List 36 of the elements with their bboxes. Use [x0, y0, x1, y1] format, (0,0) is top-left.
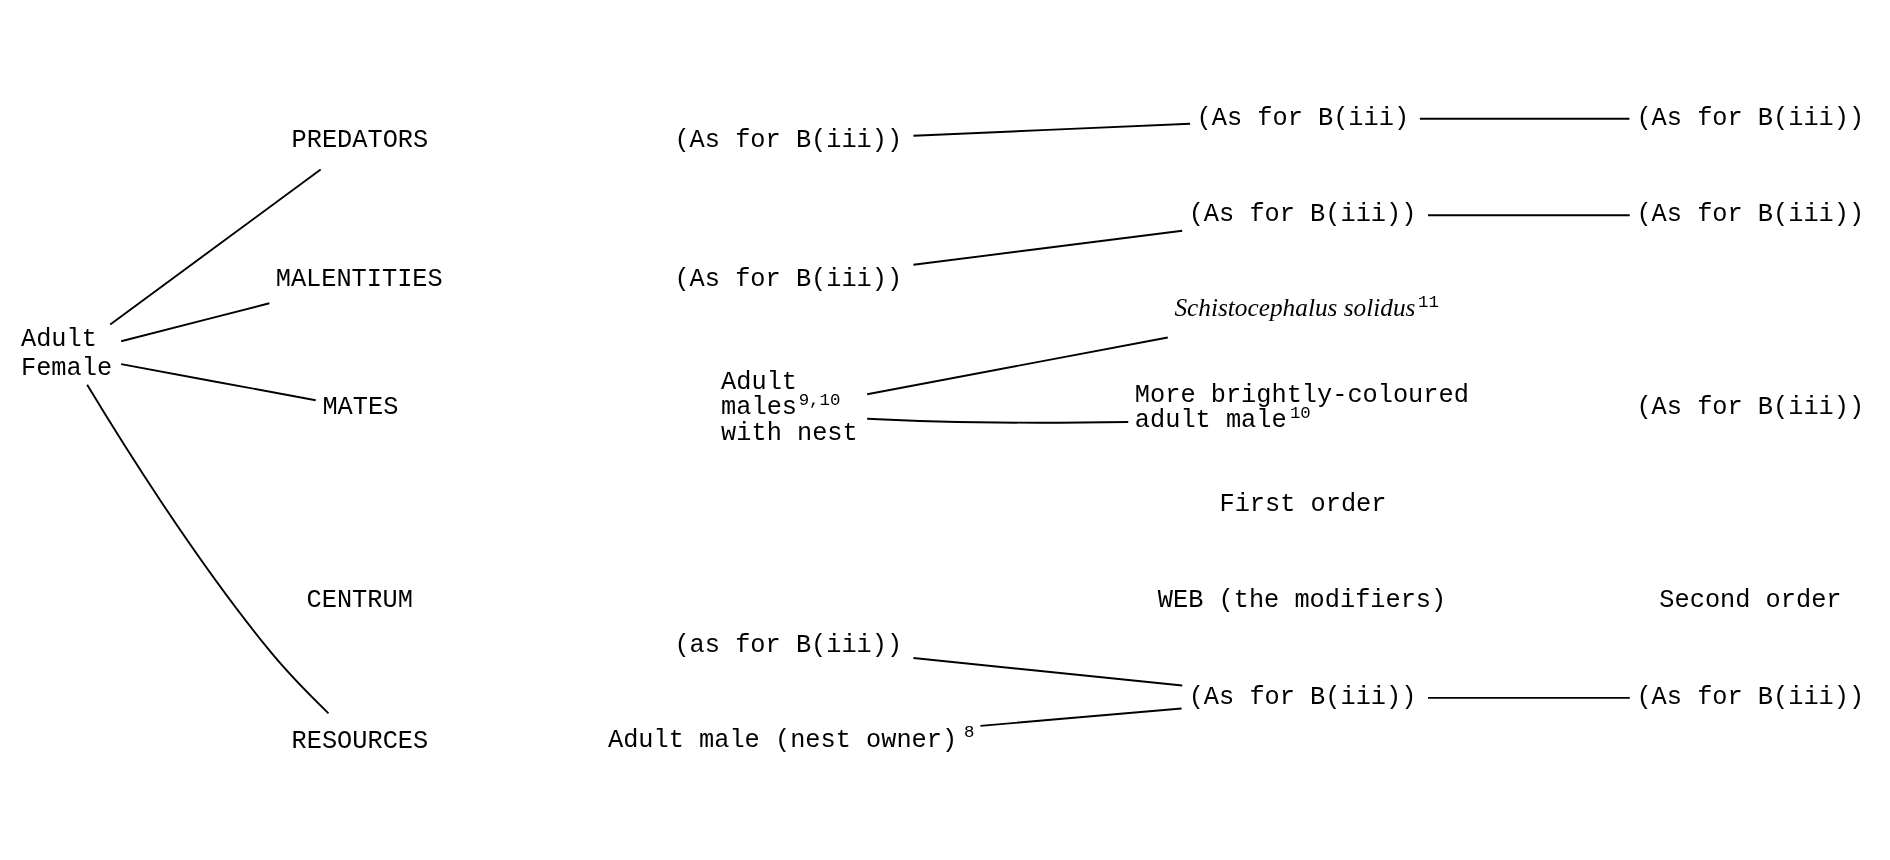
connector [1427, 213, 1631, 216]
connector [86, 383, 330, 714]
label: (As for B(iii)) [1636, 392, 1865, 422]
node-text: Adult Female [21, 324, 113, 383]
node-text: MALENTITIES [275, 264, 443, 294]
label: First order [1219, 489, 1387, 519]
node-text: (As for B(iii)) [1188, 682, 1417, 712]
connector [1418, 117, 1631, 120]
node-text: (As for B(iii) [1196, 103, 1410, 133]
node-text: (As for B(iii)) [674, 125, 903, 155]
node-text: Adult male (nest owner)$^{8}$ [607, 722, 975, 755]
connector [120, 362, 317, 401]
node-text: (As for B(iii)) [674, 264, 903, 294]
node-text: (As for B(iii)) [1636, 199, 1865, 229]
node-text: PREDATORS [291, 125, 429, 155]
connector [120, 301, 271, 342]
label: CENTRUM [306, 585, 413, 615]
node-text: RESOURCES [291, 726, 429, 756]
connector [109, 168, 322, 325]
connector [1427, 696, 1631, 699]
label: Second order [1659, 585, 1842, 615]
label: WEB (the modifiers) [1157, 585, 1447, 615]
node-text: (As for B(iii)) [1636, 103, 1865, 133]
node-text: (As for B(iii)) [1188, 199, 1417, 229]
connector [866, 336, 1169, 395]
node-text: MATES [322, 392, 399, 422]
connector [912, 229, 1184, 266]
node-text: More brightly-coloured adult male$^{10}$ [1134, 380, 1469, 435]
connector [866, 417, 1130, 424]
node-text: Adult males$^{9,10}$ with nest [721, 367, 858, 448]
connector [912, 656, 1184, 686]
connector [912, 122, 1192, 137]
node-text: (As for B(iii)) [1636, 682, 1865, 712]
connector [979, 707, 1183, 727]
node-text: Schistocephalus solidus$^{11}$ [1174, 292, 1439, 321]
node-text: (as for B(iii)) [674, 630, 903, 660]
